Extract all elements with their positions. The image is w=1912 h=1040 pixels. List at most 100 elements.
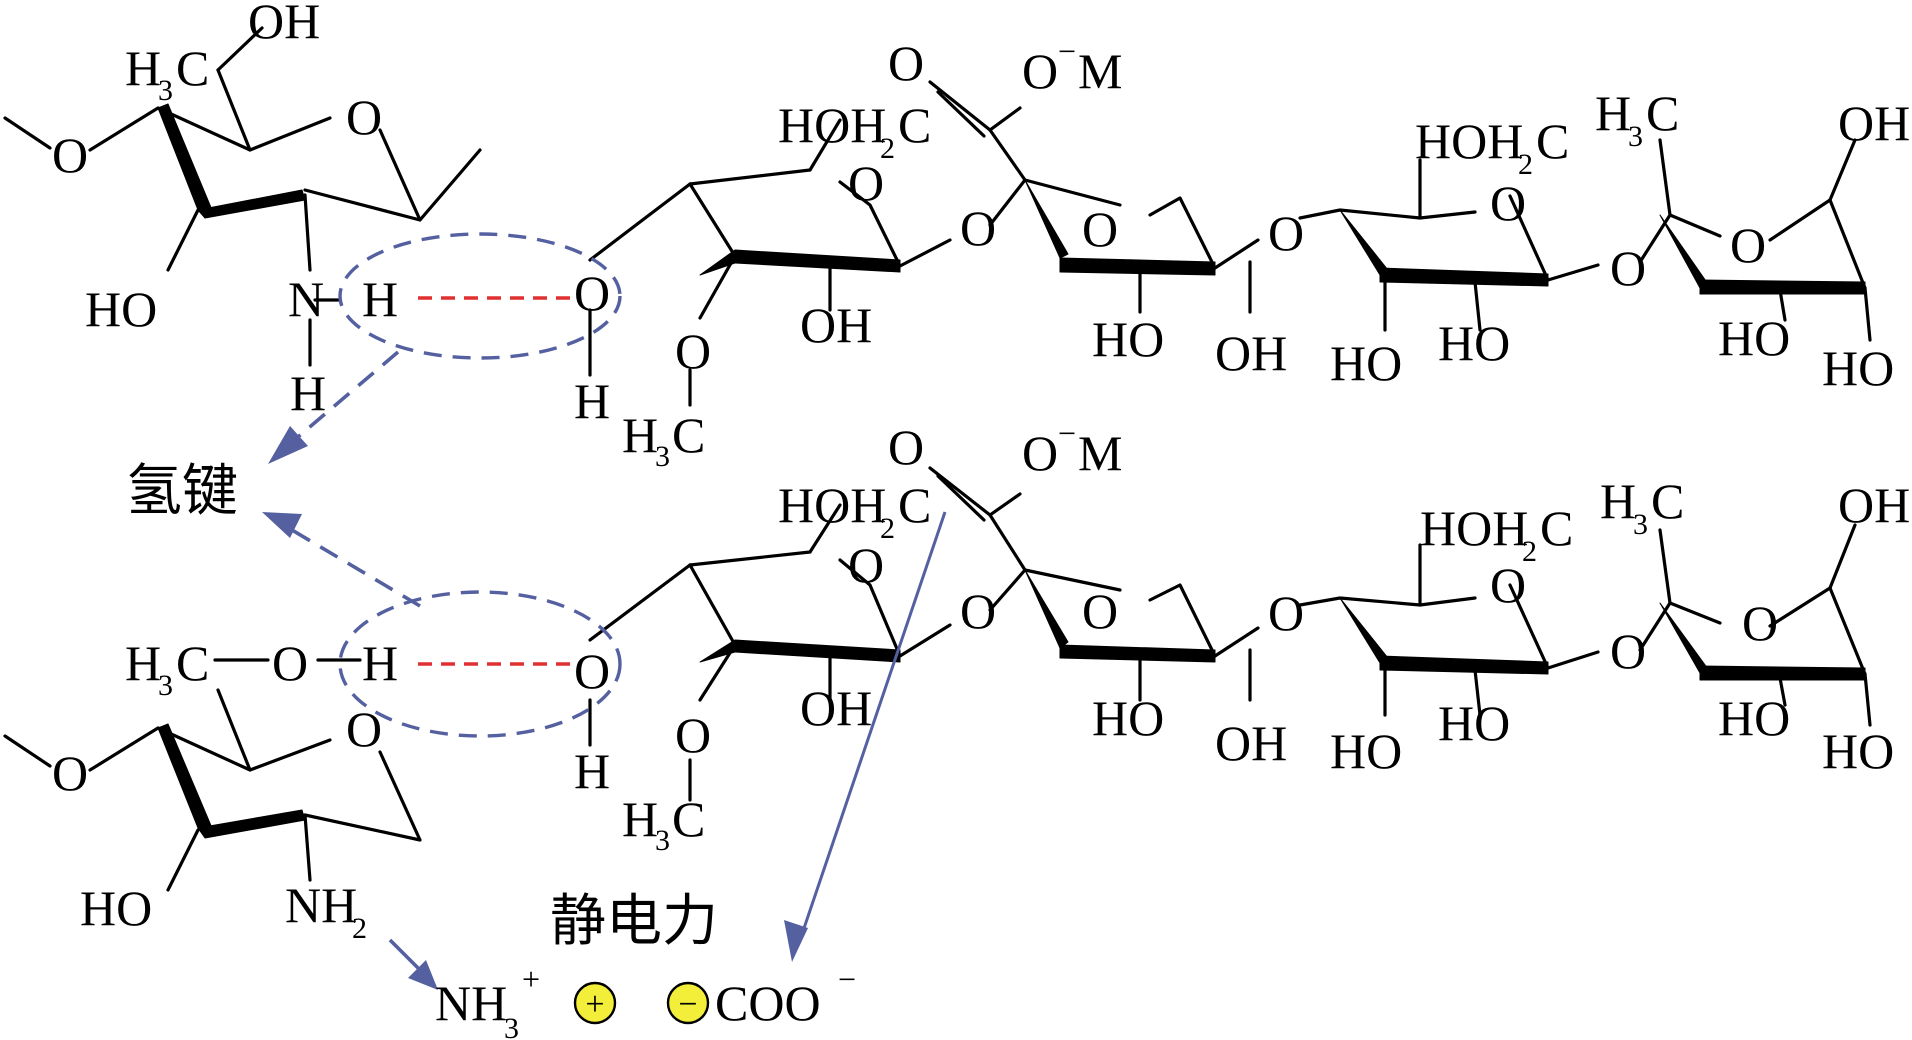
label-o: O xyxy=(848,537,884,593)
positive-charge-icon xyxy=(573,981,617,1025)
label-c: C xyxy=(1540,500,1573,556)
label-h: H xyxy=(1600,473,1636,529)
label-sub-2: 2 xyxy=(352,912,367,945)
label-sub-2: 2 xyxy=(1518,148,1533,181)
ammonium-subscript: 3 xyxy=(504,1012,519,1040)
electrostatic-force-label: 静电力 xyxy=(550,889,718,954)
label-o: O xyxy=(960,583,996,639)
label-o: O xyxy=(1082,583,1118,639)
label-hoh: HOH xyxy=(778,97,886,153)
label-o: O xyxy=(574,643,610,699)
label-sub-3: 3 xyxy=(655,440,670,473)
electrostatic-arrow-head xyxy=(784,920,808,962)
label-o: O xyxy=(848,155,884,211)
label-ho: HO xyxy=(80,880,152,936)
lower-polysaccharide-chain xyxy=(3,466,1872,892)
electrostatic-pointer xyxy=(798,511,947,941)
label-o: O xyxy=(1742,595,1778,651)
hydrogen-bond-label: 氢键 xyxy=(126,459,238,524)
label-o: O xyxy=(960,200,996,256)
label-o: O xyxy=(1082,201,1118,257)
upper-polysaccharide-chain xyxy=(3,26,1872,407)
label-hoh: HOH xyxy=(1420,500,1528,556)
label-ho: HO xyxy=(1438,315,1510,371)
label-h: H xyxy=(290,365,326,421)
label-oh: OH xyxy=(248,0,320,49)
label-o: O xyxy=(52,745,88,801)
label-o: O xyxy=(346,701,382,757)
label-o: O xyxy=(52,127,88,183)
label-o: O xyxy=(1730,217,1766,273)
label-c: C xyxy=(176,635,209,691)
label-o: O xyxy=(1610,623,1646,679)
carboxylate-superscript: − xyxy=(838,961,856,997)
label-o: O xyxy=(888,419,924,475)
upper-hydrogen-bond-ellipse xyxy=(338,232,622,360)
label-c: C xyxy=(898,97,931,153)
label-c: C xyxy=(672,791,705,847)
label-c: C xyxy=(672,407,705,463)
label-o: O xyxy=(574,265,610,321)
ammonium-label: NH xyxy=(435,975,507,1031)
label-h: H xyxy=(622,791,658,847)
label-o: O xyxy=(1610,240,1646,296)
label-sub-2: 2 xyxy=(880,512,895,545)
label-h: H xyxy=(574,373,610,429)
upper-atom-labels: OH H 3 C O O HO N H H O H HOH 2 C O O OH… xyxy=(52,0,1910,473)
lower-hbond-pointer xyxy=(291,528,421,608)
lower-atom-labels: H 3 C O H O O HO NH 2 O H HOH 2 C O O OH… xyxy=(52,415,1910,945)
label-hoh: HOH xyxy=(1415,113,1523,169)
hydrogen-bond-group: 氢键 xyxy=(126,232,622,738)
label-ho: HO xyxy=(1092,690,1164,746)
label-c: C xyxy=(1651,473,1684,529)
label-ho: HO xyxy=(1092,311,1164,367)
label-ho: HO xyxy=(1438,695,1510,751)
label-oh: OH xyxy=(1838,477,1910,533)
label-o: O xyxy=(346,89,382,145)
label-c: C xyxy=(898,477,931,533)
label-sup-minus: − xyxy=(1058,33,1076,69)
label-c: C xyxy=(176,40,209,96)
negative-charge-sign: − xyxy=(678,986,697,1023)
label-h: H xyxy=(574,743,610,799)
label-ho: HO xyxy=(1822,340,1894,396)
label-oh: OH xyxy=(800,680,872,736)
label-ho: HO xyxy=(1822,723,1894,779)
label-o: O xyxy=(1268,205,1304,261)
label-c: C xyxy=(1536,113,1569,169)
label-c: C xyxy=(1646,85,1679,141)
label-ho: HO xyxy=(1718,690,1790,746)
label-sub-3: 3 xyxy=(158,74,173,107)
label-h: H xyxy=(362,271,398,327)
ammonium-superscript: + xyxy=(522,961,540,997)
label-hoh: HOH xyxy=(778,477,886,533)
label-oh: OH xyxy=(1215,715,1287,771)
label-o: O xyxy=(675,323,711,379)
label-h: H xyxy=(125,635,161,691)
label-o: O xyxy=(272,635,308,691)
label-m: M xyxy=(1078,43,1122,99)
electrostatic-group: 静电力 NH 3 + + − COO − xyxy=(388,511,947,1040)
label-sub-3: 3 xyxy=(1633,508,1648,541)
label-sub-2: 2 xyxy=(1522,535,1537,568)
label-ho: HO xyxy=(1330,723,1402,779)
label-nh: NH xyxy=(285,877,357,933)
label-o: O xyxy=(1022,425,1058,481)
label-m: M xyxy=(1078,425,1122,481)
upper-hbond-pointer xyxy=(290,350,400,444)
label-h: H xyxy=(125,40,161,96)
label-sub-2: 2 xyxy=(880,132,895,165)
label-ho: HO xyxy=(1718,310,1790,366)
label-ho: HO xyxy=(1330,335,1402,391)
label-o: O xyxy=(1490,175,1526,231)
label-h: H xyxy=(622,407,658,463)
lower-arrow-head xyxy=(262,512,302,538)
negative-charge-icon xyxy=(666,981,710,1025)
label-o: O xyxy=(1490,557,1526,613)
label-oh: OH xyxy=(1838,95,1910,151)
label-o: O xyxy=(1268,585,1304,641)
label-h: H xyxy=(362,635,398,691)
upper-arrow-head xyxy=(268,426,308,464)
label-o: O xyxy=(1022,43,1058,99)
label-oh: OH xyxy=(1215,325,1287,381)
